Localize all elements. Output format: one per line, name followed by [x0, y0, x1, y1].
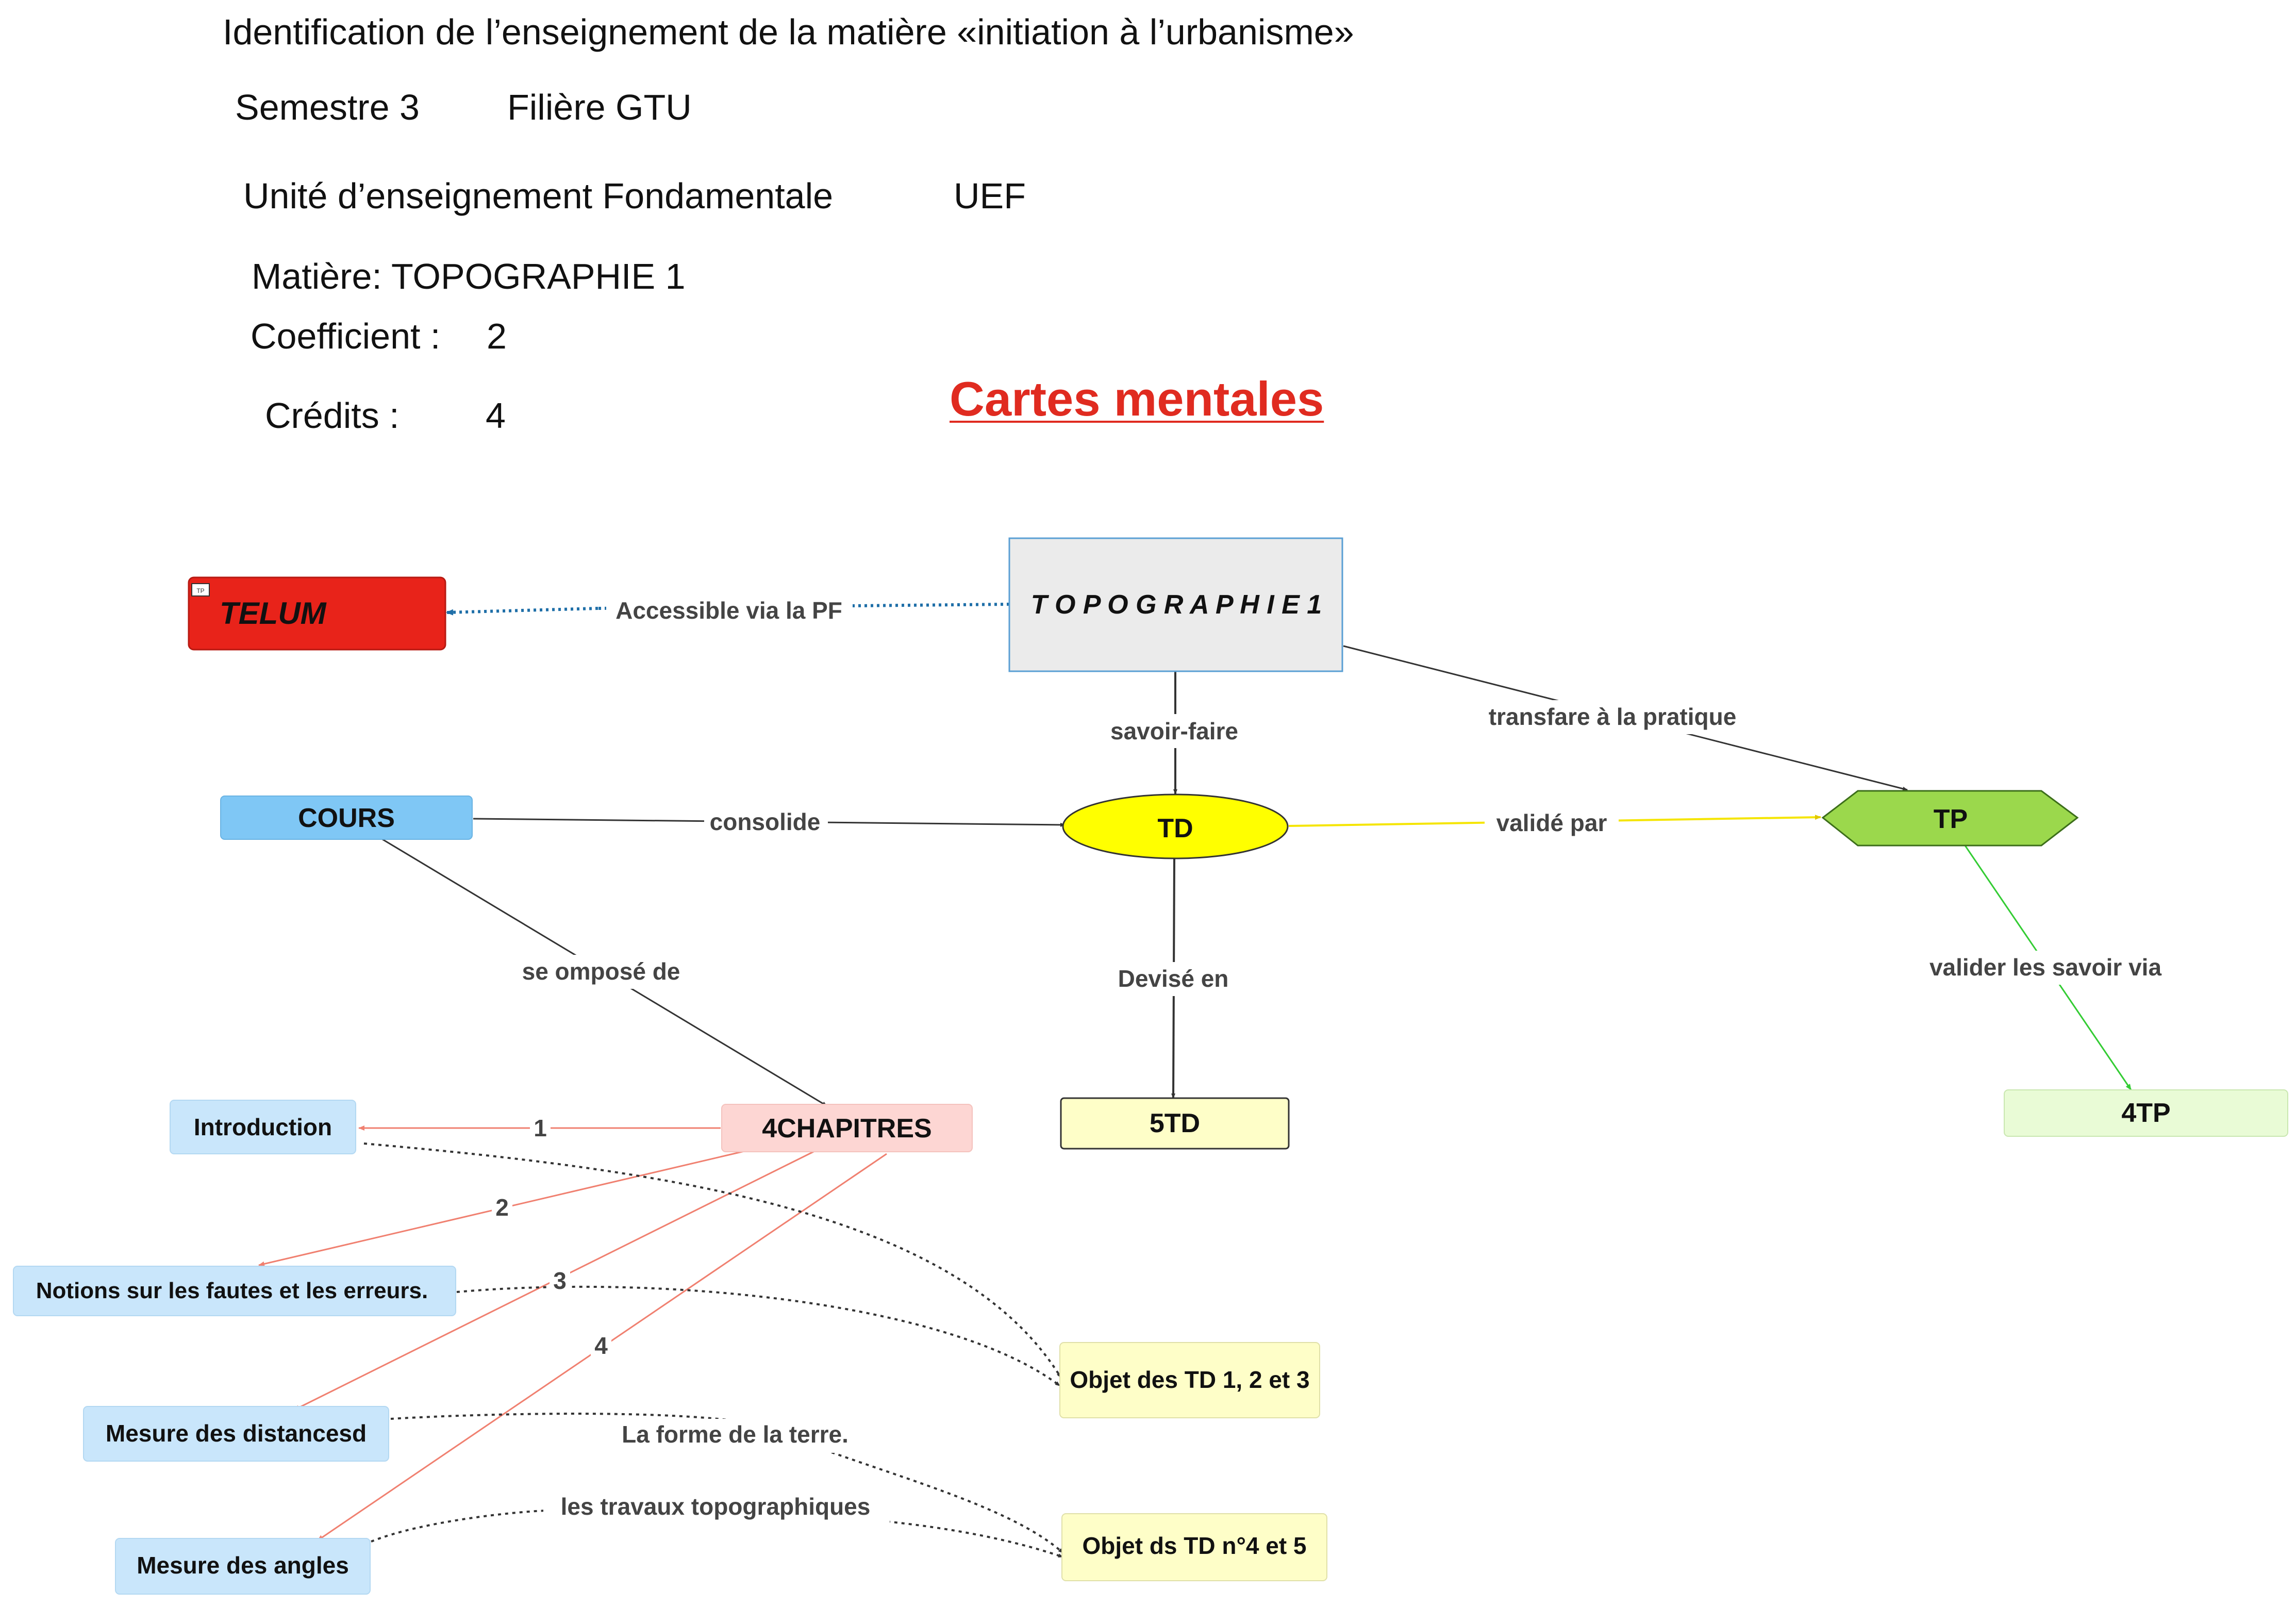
unite-code: UEF: [954, 176, 1026, 216]
edge-label-se-compose: se omposé de: [510, 955, 696, 989]
coefficient-label: Coefficient :: [251, 316, 441, 356]
node-telum[interactable]: TP TELUM: [188, 576, 446, 651]
svg-text:TD: TD: [1157, 814, 1193, 843]
svg-text:3: 3: [553, 1267, 567, 1294]
svg-text:Notions sur les fautes et les: Notions sur les fautes et les erreurs.: [36, 1278, 428, 1303]
svg-text:Mesure des angles: Mesure des angles: [137, 1552, 349, 1579]
node-td[interactable]: TD: [1062, 793, 1289, 859]
svg-text:1: 1: [534, 1115, 547, 1141]
node-objet-td123[interactable]: Objet des TD 1, 2 et 3: [1059, 1342, 1320, 1418]
credits-label: Crédits :: [265, 395, 400, 436]
svg-text:Introduction: Introduction: [194, 1114, 332, 1140]
svg-text:TP: TP: [196, 587, 204, 594]
svg-text:5TD: 5TD: [1150, 1108, 1200, 1138]
edge-label-4: 4: [591, 1332, 611, 1361]
svg-text:4TP: 4TP: [2121, 1098, 2170, 1128]
map-title: Cartes mentales: [950, 372, 1324, 426]
svg-text:Devisé en: Devisé en: [1118, 965, 1229, 992]
node-objet-td45[interactable]: Objet ds TD n°4 et 5: [1061, 1513, 1327, 1581]
edge-notions-objet123: [456, 1285, 1061, 1387]
node-chapitres[interactable]: 4CHAPITRES: [721, 1104, 973, 1152]
node-distances[interactable]: Mesure des distancesd: [83, 1406, 389, 1462]
edge-label-valide-par: validé par: [1485, 805, 1619, 839]
svg-text:TP: TP: [1934, 804, 1968, 834]
credits-value: 4: [486, 395, 506, 436]
svg-text:savoir-faire: savoir-faire: [1110, 718, 1238, 744]
svg-text:consolide: consolide: [710, 808, 821, 835]
svg-text:La forme de la terre.: La forme de la terre.: [622, 1421, 848, 1448]
svg-text:valider les savoir via: valider les savoir via: [1929, 954, 2161, 981]
semestre-label: Semestre 3: [235, 87, 420, 127]
svg-text:TELUM: TELUM: [220, 596, 327, 631]
svg-text:T O P O G R A P H I E 1: T O P O G R A P H I E 1: [1031, 590, 1322, 620]
svg-text:Mesure des distancesd: Mesure des distancesd: [106, 1420, 367, 1447]
svg-text:4CHAPITRES: 4CHAPITRES: [762, 1114, 931, 1144]
svg-text:4: 4: [594, 1332, 608, 1359]
edge-label-2: 2: [492, 1194, 512, 1223]
node-notions[interactable]: Notions sur les fautes et les erreurs.: [13, 1266, 456, 1316]
matiere-label: Matière: TOPOGRAPHIE 1: [252, 256, 686, 296]
svg-text:transfare à la pratique: transfare à la pratique: [1489, 703, 1737, 730]
edge-label-devise-en: Devisé en: [1106, 962, 1240, 996]
node-tp[interactable]: TP: [1821, 790, 2079, 847]
svg-text:les travaux topographiques: les travaux topographiques: [561, 1493, 871, 1520]
edge-label-consolide: consolide: [704, 805, 828, 839]
edge-label-valider-savoir: valider les savoir via: [1918, 951, 2175, 985]
node-angles[interactable]: Mesure des angles: [115, 1538, 371, 1595]
telum-badge-icon: [191, 583, 210, 597]
filiere-label: Filière GTU: [507, 87, 692, 127]
edge-label-transfare: transfare à la pratique: [1477, 700, 1748, 734]
edge-label-1: 1: [530, 1115, 551, 1144]
header-title: Identification de l’enseignement de la m…: [223, 12, 1354, 52]
edge-intro-objet123: [363, 1142, 1062, 1379]
svg-text:2: 2: [495, 1194, 509, 1221]
unite-label: Unité d’enseignement Fondamentale: [243, 176, 834, 216]
edge-label-travaux: les travaux topographiques: [543, 1493, 890, 1527]
edge-label-accessible: Accessible via la PF: [606, 593, 853, 627]
edge-topo-telum-end: [446, 607, 598, 616]
node-introduction[interactable]: Introduction: [170, 1100, 356, 1154]
edge-label-forme-terre: La forme de la terre.: [610, 1419, 862, 1453]
svg-text:Objet des TD 1, 2 et 3: Objet des TD 1, 2 et 3: [1070, 1366, 1309, 1393]
edge-label-3: 3: [550, 1267, 570, 1296]
svg-text:se omposé de: se omposé de: [522, 958, 680, 985]
svg-text:COURS: COURS: [298, 803, 395, 833]
svg-text:Objet ds TD n°4 et 5: Objet ds TD n°4 et 5: [1082, 1532, 1306, 1559]
edge-label-savoir-faire: savoir-faire: [1103, 714, 1247, 748]
node-topographie[interactable]: T O P O G R A P H I E 1: [1008, 537, 1343, 672]
edge-distances-objet45: [390, 1413, 1064, 1554]
node-5td[interactable]: 5TD: [1060, 1097, 1290, 1150]
svg-text:Accessible via la PF: Accessible via la PF: [615, 597, 842, 624]
svg-text:validé par: validé par: [1496, 809, 1607, 836]
node-4tp[interactable]: 4TP: [2004, 1089, 2288, 1137]
coefficient-value: 2: [487, 316, 507, 356]
node-cours[interactable]: COURS: [220, 796, 473, 840]
